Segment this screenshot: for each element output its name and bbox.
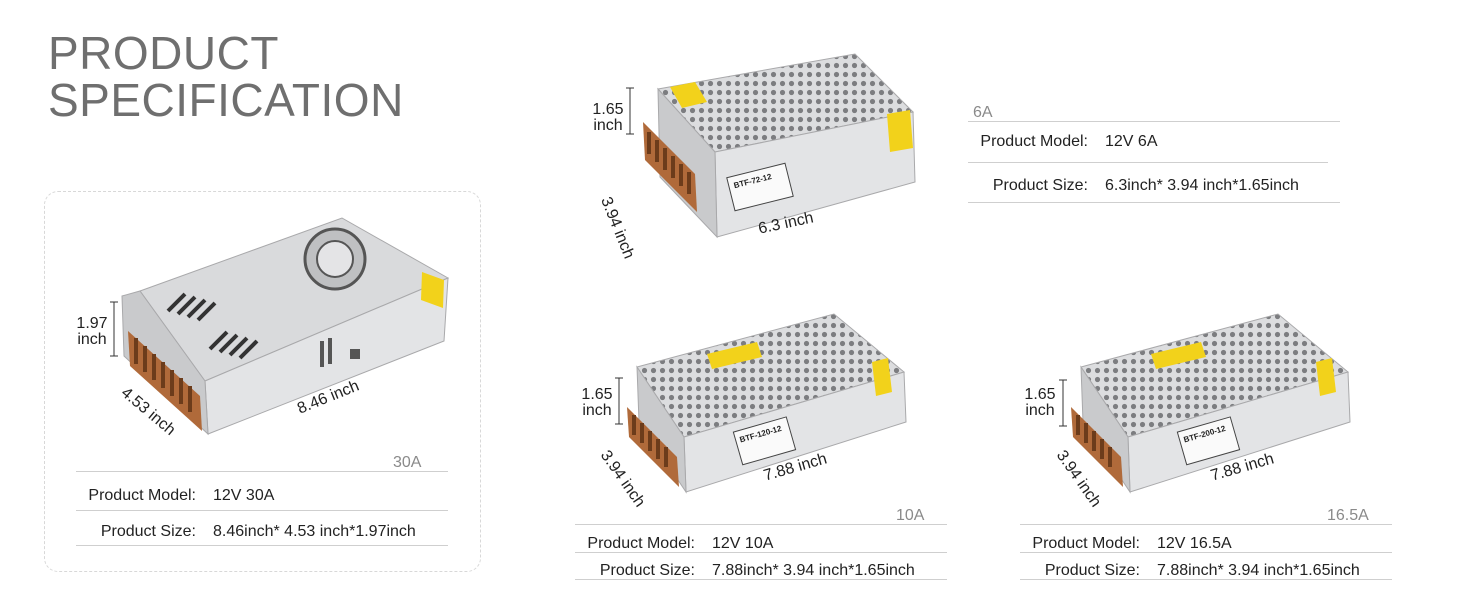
model-label-30a: Product Model: (88, 487, 196, 504)
amp-label-10a: 10A (896, 507, 925, 524)
divider (968, 202, 1340, 203)
dim-height-unit-10a: inch (582, 402, 612, 419)
spec-table-30a: 30A Product Model: 12V 30A Product Size:… (76, 452, 448, 548)
model-label-16a: Product Model: (1032, 535, 1140, 552)
dim-height-value-16a: 1.65 (1024, 386, 1056, 403)
model-label-6a: Product Model: (980, 133, 1088, 150)
power-supply-10a-image: BTF-120-12 (627, 313, 907, 494)
featured-product-card (44, 191, 481, 572)
model-label-10a: Product Model: (587, 535, 695, 552)
dim-height-6a: 1.65 inch (591, 102, 625, 134)
spec-table-6a: 6A Product Model: 12V 6A Product Size: 6… (968, 100, 1340, 204)
size-label-30a: Product Size: (100, 523, 196, 540)
dim-height-value-30a: 1.97 (76, 315, 108, 332)
page-title: PRODUCT SPECIFICATION (48, 30, 404, 124)
amp-label-30a: 30A (393, 454, 422, 471)
dim-height-bracket-30a (110, 301, 118, 357)
divider (575, 579, 947, 580)
amp-label-16a: 16.5A (1327, 507, 1369, 524)
size-value-6a: 6.3inch* 3.94 inch*1.65inch (1105, 177, 1299, 194)
spec-table-10a: 10A Product Model: 12V 10A Product Size:… (575, 506, 947, 582)
size-label-10a: Product Size: (599, 562, 695, 579)
size-label-6a: Product Size: (992, 177, 1088, 194)
divider (1020, 552, 1392, 553)
size-value-16a: 7.88inch* 3.94 inch*1.65inch (1157, 562, 1360, 579)
dim-height-10a: 1.65 inch (580, 387, 614, 419)
dim-height-bracket-10a (615, 377, 623, 425)
divider (968, 121, 1340, 122)
model-value-30a: 12V 30A (213, 487, 275, 504)
dim-height-unit-6a: inch (593, 117, 623, 134)
power-supply-30a-image (121, 217, 450, 436)
size-label-16a: Product Size: (1044, 562, 1140, 579)
divider (968, 162, 1328, 163)
divider (76, 545, 448, 546)
spec-table-16a: 16.5A Product Model: 12V 16.5A Product S… (1020, 506, 1392, 582)
power-supply-16a-image: BTF-200-12 (1071, 313, 1351, 494)
dim-height-unit-16a: inch (1025, 402, 1055, 419)
size-value-30a: 8.46inch* 4.53 inch*1.97inch (213, 523, 416, 540)
title-line-1: PRODUCT (48, 27, 279, 79)
divider (575, 552, 947, 553)
dim-height-value-6a: 1.65 (592, 101, 624, 118)
title-line-2: SPECIFICATION (48, 74, 404, 126)
dim-height-value-10a: 1.65 (581, 386, 613, 403)
size-value-10a: 7.88inch* 3.94 inch*1.65inch (712, 562, 915, 579)
divider (575, 524, 947, 525)
dim-height-bracket-6a (626, 87, 634, 135)
dim-height-bracket-16a (1059, 379, 1067, 427)
divider (76, 510, 448, 511)
model-value-16a: 12V 16.5A (1157, 535, 1232, 552)
dim-height-unit-30a: inch (77, 331, 107, 348)
model-value-6a: 12V 6A (1105, 133, 1158, 150)
divider (1020, 524, 1392, 525)
amp-label-6a: 6A (973, 104, 993, 121)
divider (76, 471, 448, 472)
dim-height-16a: 1.65 inch (1023, 387, 1057, 419)
model-value-10a: 12V 10A (712, 535, 774, 552)
divider (1020, 579, 1392, 580)
power-supply-6a-image: BTF-72-12 (643, 53, 916, 239)
dim-height-30a: 1.97 inch (75, 316, 109, 348)
